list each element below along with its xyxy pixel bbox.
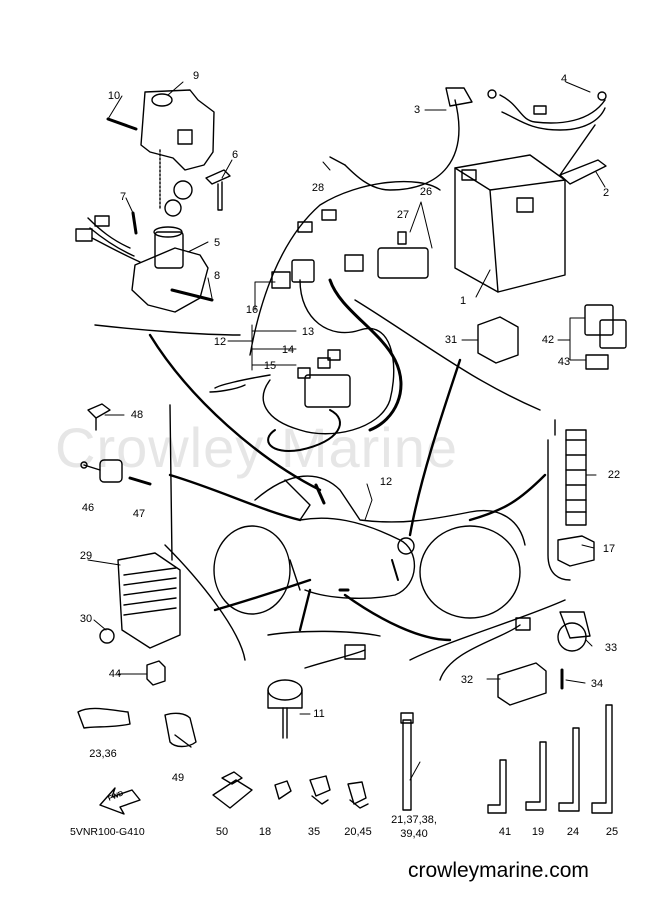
part-label-21-group-line1: 21,37,38, (391, 814, 437, 826)
frame-center-11 (268, 631, 380, 636)
fuse-43 (586, 355, 608, 369)
part-label-48: 48 (130, 409, 144, 421)
main-wire-harness (210, 182, 440, 451)
fuse-holder-42 (585, 305, 626, 348)
bolt-47 (130, 478, 150, 484)
ignition-switch-body (132, 227, 212, 312)
frame-left-48 (170, 405, 172, 560)
part-label-26: 26 (419, 186, 433, 198)
bolt-7 (133, 213, 136, 233)
part-label-15: 15 (263, 360, 277, 372)
cap-22 (566, 430, 586, 525)
part-label-12-top: 12 (213, 336, 227, 348)
part-label-34: 34 (590, 678, 604, 690)
sensor-32 (440, 618, 546, 705)
part-label-22: 22 (607, 469, 621, 481)
part-label-12-center: 12 (379, 476, 393, 488)
cable-tie-21 (401, 713, 413, 810)
part-label-20-45: 20,45 (344, 826, 372, 838)
part-label-32: 32 (460, 674, 474, 686)
clamp-18 (275, 781, 291, 799)
battery-cable-3 (330, 88, 472, 190)
part-label-44: 44 (108, 668, 122, 680)
frame-right-22 (548, 440, 570, 580)
website-url[interactable]: crowleymarine.com (408, 859, 589, 882)
part-label-35: 35 (307, 826, 321, 838)
neutral-switch-11 (268, 645, 365, 738)
part-label-18: 18 (258, 826, 272, 838)
relay-31 (478, 317, 518, 363)
screw-10 (108, 119, 136, 129)
ignition-switch-cover (141, 90, 214, 170)
clamp-48 (88, 404, 110, 430)
part-label-1: 1 (459, 295, 467, 307)
switch-wire-harness (76, 216, 140, 262)
part-label-3: 3 (413, 104, 421, 116)
part-label-41: 41 (498, 826, 512, 838)
part-label-33: 33 (604, 642, 618, 654)
part-label-50: 50 (215, 826, 229, 838)
part-label-43: 43 (557, 356, 571, 368)
part-label-7: 7 (119, 191, 127, 203)
sensor-46 (81, 460, 122, 482)
battery-1 (455, 155, 565, 292)
frame-right-32 (410, 600, 565, 660)
part-label-8: 8 (213, 270, 221, 282)
part-label-24: 24 (566, 826, 580, 838)
part-label-13: 13 (301, 326, 315, 338)
part-label-6: 6 (231, 149, 239, 161)
part-label-28: 28 (311, 182, 325, 194)
part-label-31: 31 (444, 334, 458, 346)
holder-50 (213, 772, 252, 808)
cover-33 (558, 612, 590, 651)
frame-outline-top-right (355, 300, 540, 410)
part-label-5: 5 (213, 237, 221, 249)
part-label-46: 46 (81, 502, 95, 514)
clamp-23-36 (78, 708, 130, 728)
part-label-17: 17 (602, 543, 616, 555)
clamp-44 (147, 661, 165, 685)
leader-4-battery (560, 125, 595, 175)
part-label-47: 47 (132, 508, 146, 520)
part-label-14: 14 (281, 344, 295, 356)
part-label-11: 11 (313, 708, 325, 720)
part-label-27: 27 (396, 209, 410, 221)
part-label-16: 16 (245, 304, 259, 316)
part-label-10: 10 (107, 90, 121, 102)
battery-cable-4 (488, 90, 606, 130)
part-label-25: 25 (605, 826, 619, 838)
clamp-20-45 (348, 782, 368, 808)
part-label-4: 4 (560, 73, 568, 85)
tie-25 (592, 705, 612, 813)
leader-lines-center (150, 335, 545, 640)
part-label-29: 29 (79, 550, 93, 562)
frame-left-29 (165, 545, 245, 660)
rectifier-regulator-29 (118, 553, 180, 648)
tie-41 (488, 760, 506, 813)
clamp-49 (165, 713, 196, 747)
label-leaders (88, 82, 605, 780)
nut-30 (100, 629, 114, 643)
part-label-49: 49 (171, 772, 185, 784)
starter-relay-26 (378, 232, 428, 278)
part-label-30: 30 (79, 613, 93, 625)
motorcycle-outline (214, 476, 525, 618)
battery-band-2 (560, 160, 606, 184)
tie-19 (526, 742, 546, 810)
fwd-arrow (100, 788, 140, 814)
clamp-35 (310, 776, 330, 804)
part-label-9: 9 (192, 70, 200, 82)
diagram-code: 5VNR100-G410 (70, 826, 145, 838)
tie-24 (559, 728, 579, 811)
part-label-42: 42 (541, 334, 555, 346)
ignition-key (165, 170, 230, 216)
frame-outline-top-left (95, 325, 240, 335)
part-label-21-group-line2: 39,40 (400, 828, 428, 840)
clamp-17 (558, 536, 594, 566)
part-label-2: 2 (602, 187, 610, 199)
part-label-23-36: 23,36 (89, 748, 117, 760)
part-label-19: 19 (531, 826, 545, 838)
